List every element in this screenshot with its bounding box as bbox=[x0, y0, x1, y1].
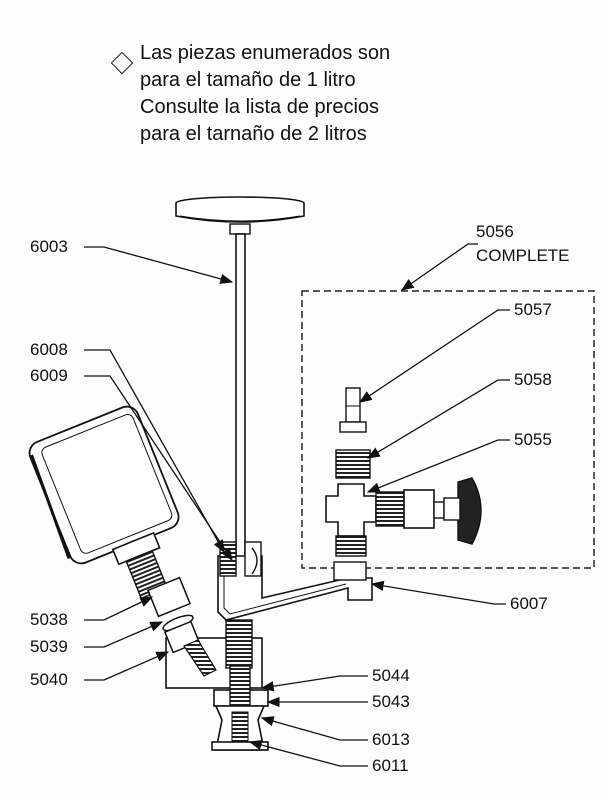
top-knob bbox=[175, 196, 305, 235]
label-5055: 5055 bbox=[514, 430, 552, 449]
label-6013: 6013 bbox=[372, 730, 410, 749]
parts-note: Las piezas enumerados son para el tamaño… bbox=[140, 40, 390, 148]
label-5040: 5040 bbox=[30, 670, 68, 689]
label-5056: 5056 bbox=[476, 222, 514, 241]
manifold-body bbox=[217, 541, 373, 621]
leader-lines bbox=[84, 243, 510, 767]
gauge-fittings bbox=[147, 576, 217, 677]
note-line-4: para el tarnaño de 2 litros bbox=[140, 123, 367, 145]
label-5058: 5058 bbox=[514, 370, 552, 389]
label-5039: 5039 bbox=[30, 637, 68, 656]
note-line-2: para el tamaño de 1 litro bbox=[140, 69, 356, 91]
label-6011: 6011 bbox=[372, 756, 409, 775]
label-5044: 5044 bbox=[372, 666, 410, 685]
label-5057: 5057 bbox=[514, 300, 552, 319]
cross-fitting-assembly bbox=[325, 387, 482, 557]
label-5043: 5043 bbox=[372, 692, 410, 711]
complete-assembly-box bbox=[301, 290, 595, 569]
note-line-3: Consulte la lista de precios bbox=[140, 96, 380, 118]
label-5056-complete: COMPLETE bbox=[476, 246, 570, 265]
base-block bbox=[165, 619, 269, 751]
label-5038: 5038 bbox=[30, 610, 68, 629]
label-6008: 6008 bbox=[30, 340, 68, 359]
label-6003: 6003 bbox=[30, 237, 68, 256]
label-6009: 6009 bbox=[30, 366, 68, 385]
label-6007: 6007 bbox=[510, 594, 548, 613]
note-line-1: Las piezas enumerados son bbox=[140, 42, 391, 64]
